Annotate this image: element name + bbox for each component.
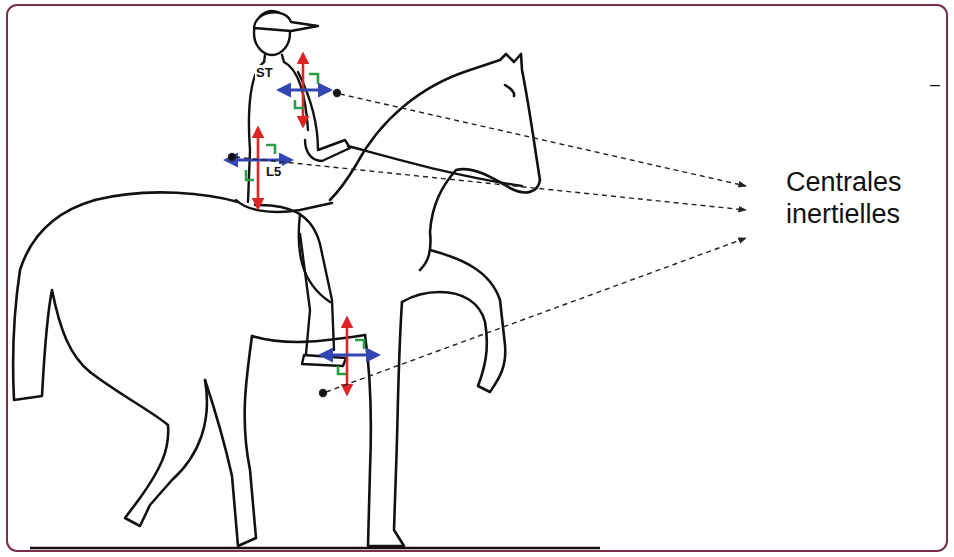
frame xyxy=(7,5,947,551)
sensor-label: ST xyxy=(255,65,274,81)
imu-sensor xyxy=(226,128,291,208)
leader-line xyxy=(229,90,747,397)
cut-off-mark: – xyxy=(930,74,940,96)
callout-text: Centrales inertielles xyxy=(786,166,946,231)
sensor-label: L5 xyxy=(265,164,282,180)
imu-sensor xyxy=(321,318,378,394)
rider xyxy=(236,11,522,366)
horse xyxy=(13,54,540,546)
imu-sensor xyxy=(279,54,330,126)
ground-line xyxy=(30,547,600,550)
